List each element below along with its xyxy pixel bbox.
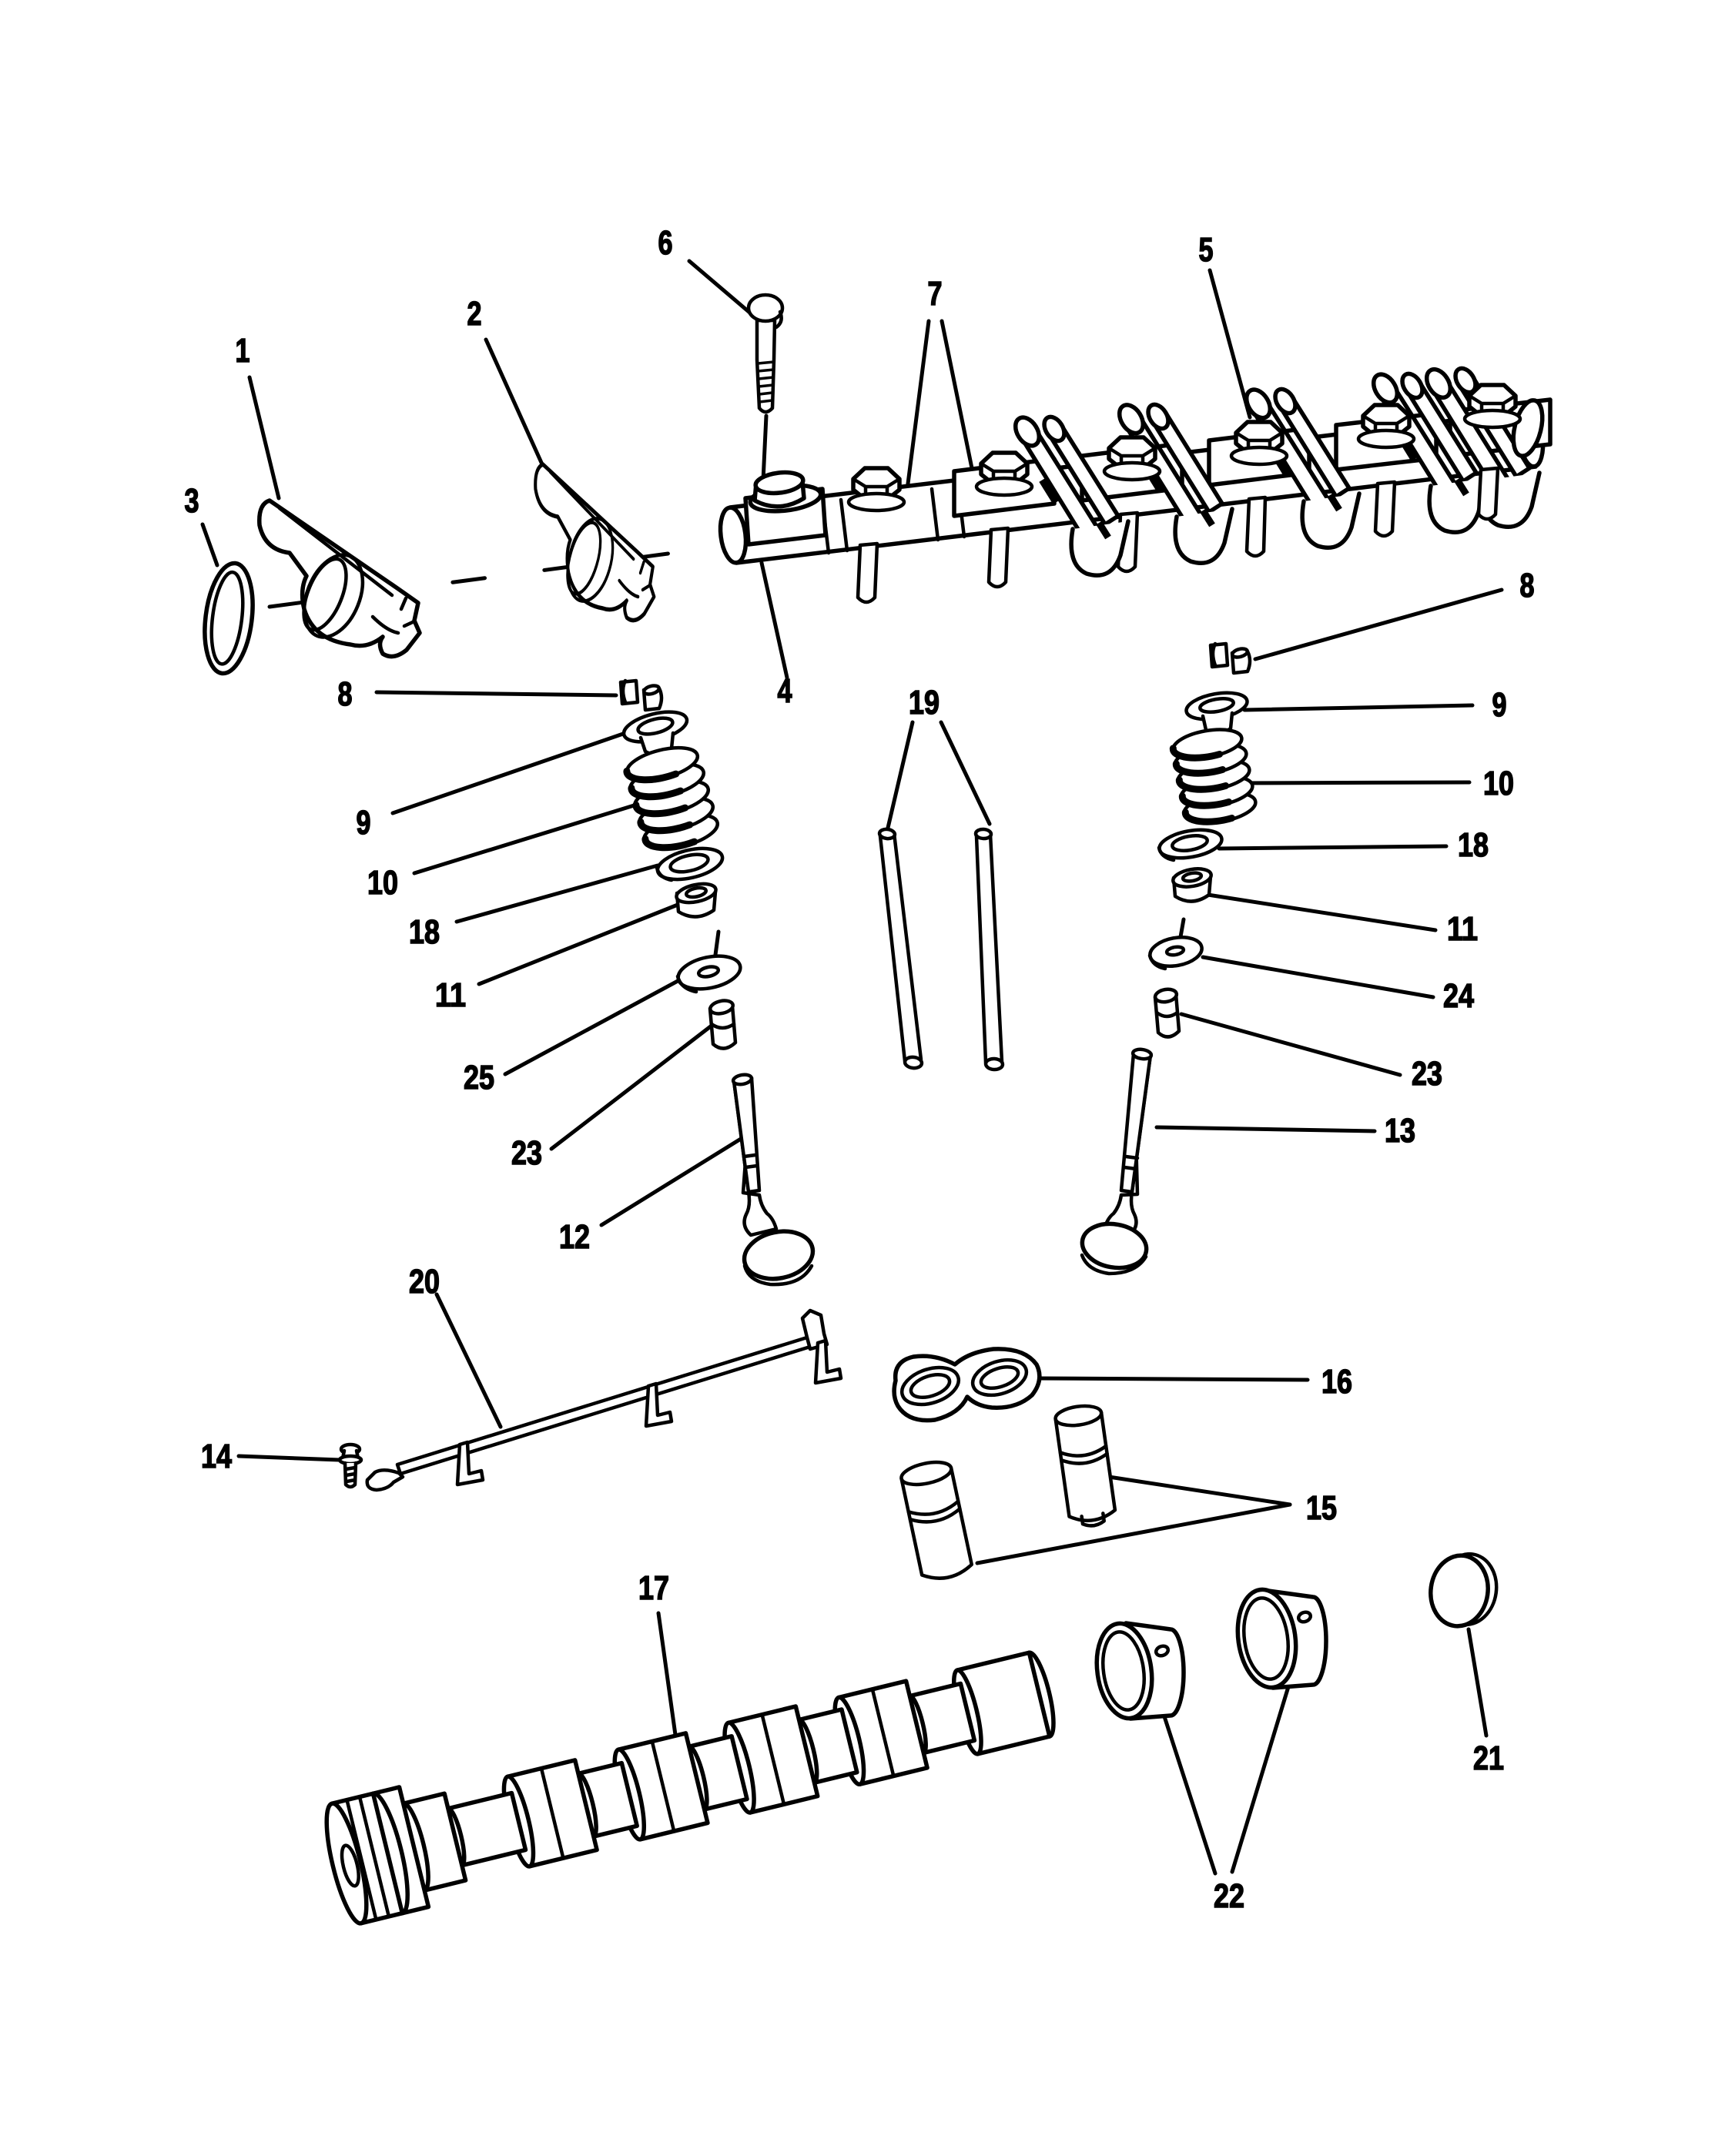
svg-text:18: 18 xyxy=(1458,826,1489,864)
svg-text:9: 9 xyxy=(1492,686,1507,724)
svg-text:22: 22 xyxy=(1214,1877,1244,1915)
svg-text:5: 5 xyxy=(1199,231,1214,269)
svg-text:2: 2 xyxy=(467,295,482,333)
svg-text:7: 7 xyxy=(928,275,943,313)
svg-text:6: 6 xyxy=(658,224,673,262)
svg-text:9: 9 xyxy=(357,804,371,842)
svg-text:19: 19 xyxy=(909,684,940,721)
svg-text:8: 8 xyxy=(1520,567,1535,604)
svg-text:1: 1 xyxy=(236,332,250,370)
svg-text:12: 12 xyxy=(559,1218,590,1256)
svg-text:17: 17 xyxy=(638,1569,669,1607)
svg-text:20: 20 xyxy=(409,1263,440,1301)
svg-text:18: 18 xyxy=(409,913,440,951)
svg-text:8: 8 xyxy=(338,675,353,713)
svg-text:13: 13 xyxy=(1385,1112,1415,1150)
svg-text:10: 10 xyxy=(1483,765,1514,802)
svg-text:11: 11 xyxy=(1447,910,1478,948)
svg-text:11: 11 xyxy=(435,976,466,1014)
svg-text:14: 14 xyxy=(201,1438,232,1475)
svg-text:21: 21 xyxy=(1473,1739,1504,1777)
svg-text:23: 23 xyxy=(511,1134,542,1172)
svg-text:3: 3 xyxy=(185,482,199,520)
svg-text:4: 4 xyxy=(778,672,792,710)
svg-text:25: 25 xyxy=(464,1059,494,1096)
svg-text:16: 16 xyxy=(1321,1363,1352,1401)
svg-text:24: 24 xyxy=(1443,977,1474,1015)
svg-text:15: 15 xyxy=(1306,1489,1337,1527)
svg-text:23: 23 xyxy=(1412,1055,1442,1093)
svg-text:10: 10 xyxy=(367,864,398,902)
